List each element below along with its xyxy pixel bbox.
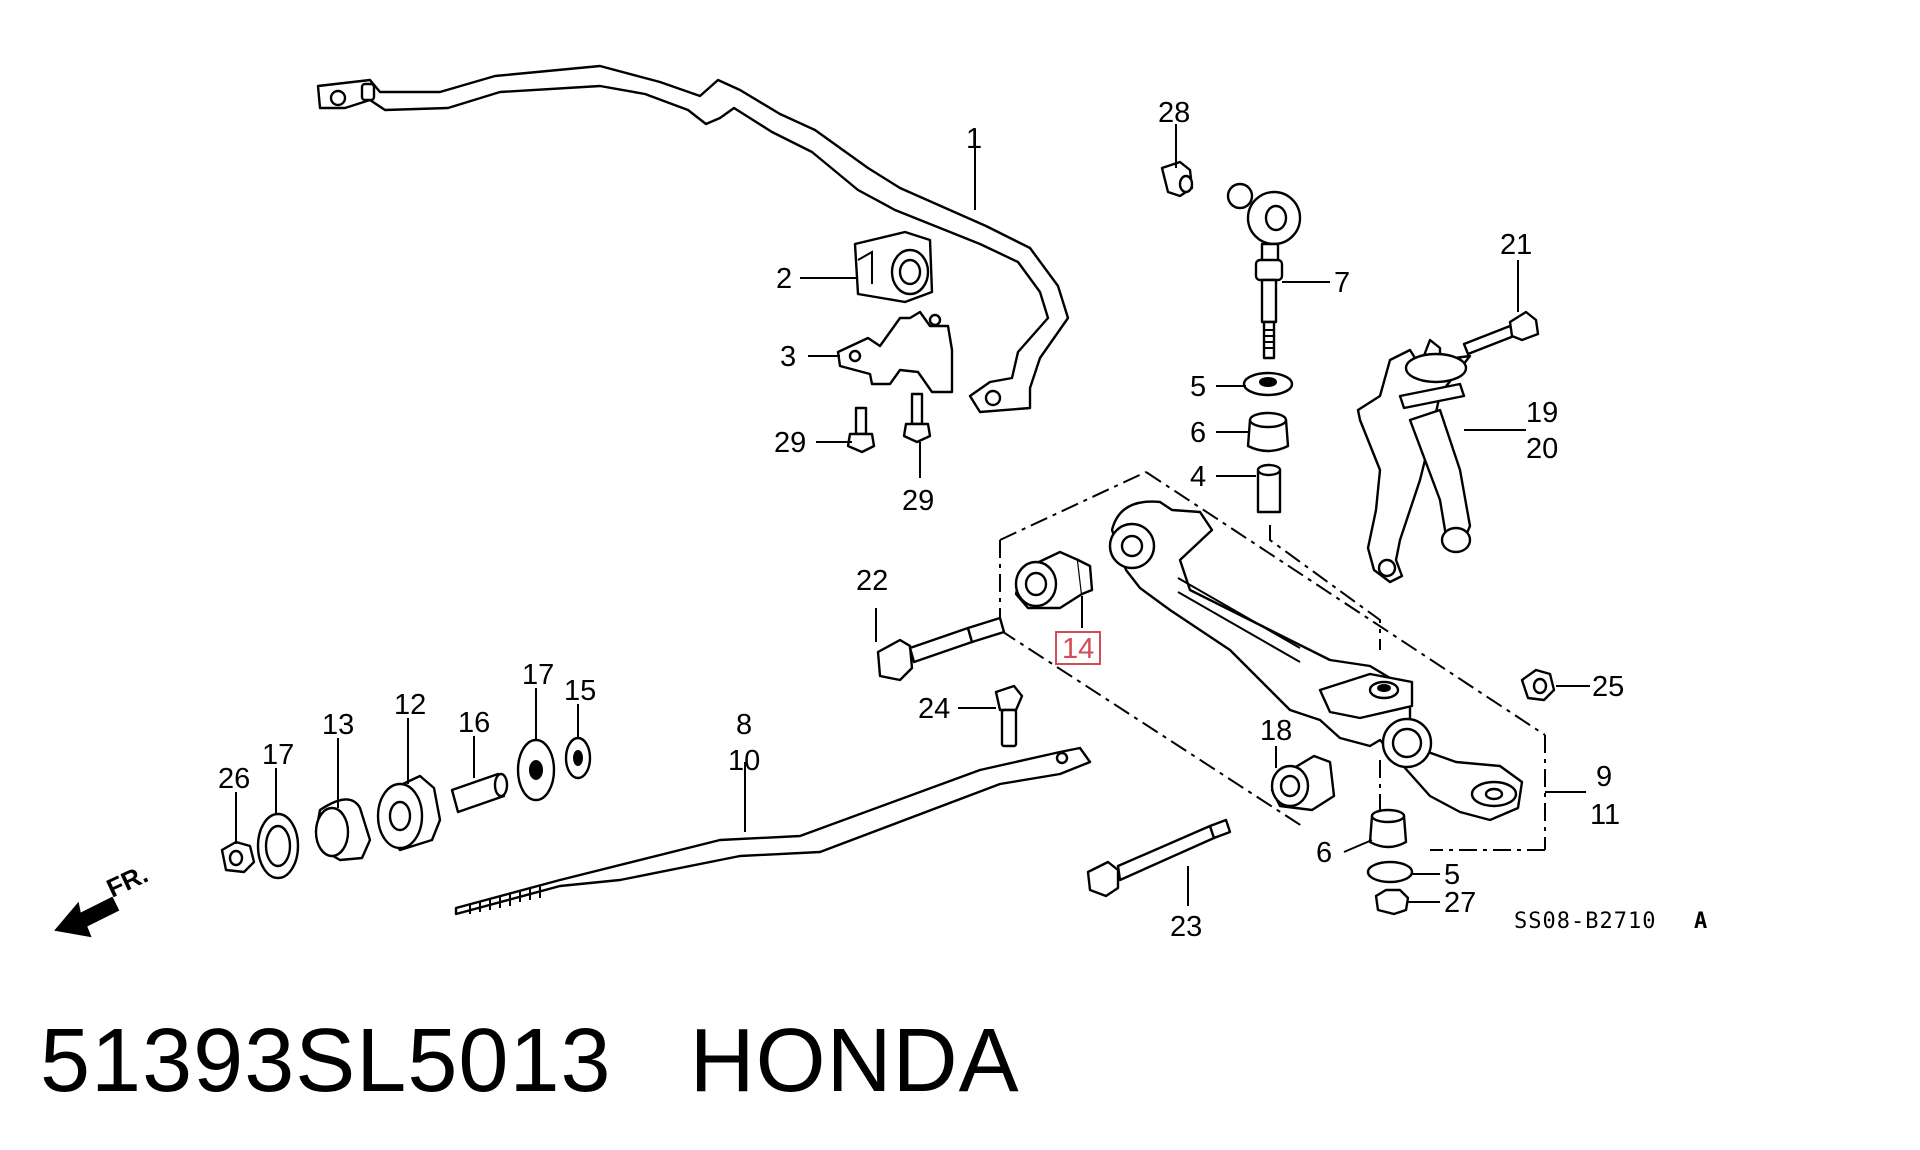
front-label: FR.: [102, 859, 153, 904]
washer-5-upper: [1242, 371, 1294, 397]
flange-bolt-22: [876, 616, 1006, 682]
front-direction-arrow: FR.: [54, 859, 153, 938]
callout-7: 7: [1334, 267, 1350, 299]
compliance-bushing-14: [1014, 550, 1094, 610]
link-bushing-6-upper: [1246, 411, 1290, 453]
collar-4: [1256, 463, 1282, 514]
callout-24: 24: [918, 693, 950, 725]
part-caption: 51393SL5013 HONDA: [40, 1010, 1020, 1113]
nut-27: [1374, 888, 1410, 916]
flange-bolt-29b: [902, 392, 932, 444]
link-bushing-6-lower: [1368, 808, 1408, 849]
callout-11: 11: [1590, 799, 1620, 831]
callout-5-upper: 5: [1190, 371, 1206, 403]
flange-bolt-21: [1462, 310, 1540, 356]
drawing-code: SS08-B2710: [1514, 909, 1656, 934]
brand-name: HONDA: [689, 1011, 1020, 1111]
washer-17-right: [516, 738, 556, 802]
lower-control-arm: [1108, 500, 1524, 822]
callout-6-upper: 6: [1190, 417, 1206, 449]
callout-13: 13: [322, 709, 354, 741]
leader-lines: [235, 124, 1590, 906]
callout-26: 26: [218, 763, 250, 795]
bushing-12: [376, 774, 442, 852]
arm-bushing-18: [1270, 754, 1336, 812]
callout-9: 9: [1596, 761, 1612, 793]
bushing-holder: [836, 310, 954, 394]
steering-knuckle: [1356, 338, 1472, 584]
stabilizer-bushing: [853, 230, 934, 304]
callout-12: 12: [394, 689, 426, 721]
callout-5-lower: 5: [1444, 859, 1460, 891]
callout-29a: 29: [774, 427, 806, 459]
callout-10: 10: [728, 745, 760, 777]
drawing-code-suffix: A: [1694, 909, 1708, 934]
callout-22: 22: [856, 565, 888, 597]
flange-bolt-23: [1086, 818, 1232, 898]
callout-23: 23: [1170, 911, 1202, 943]
callout-15: 15: [564, 675, 596, 707]
callout-18: 18: [1260, 715, 1292, 747]
callout-3: 3: [780, 341, 796, 373]
washer-15: [564, 736, 592, 780]
stabilizer-bar: [316, 64, 1070, 414]
callout-16: 16: [458, 707, 490, 739]
callout-27: 27: [1444, 887, 1476, 919]
flange-bolt-29a: [846, 406, 876, 454]
callout-25: 25: [1592, 671, 1624, 703]
callout-labels: 1 2 3 29 29 28 7 5 6 4 21 19 20 22 14 24…: [218, 97, 1624, 943]
washer-17-left: [256, 812, 300, 880]
radius-rod: [454, 746, 1092, 916]
callout-17-left: 17: [262, 739, 294, 771]
callout-1: 1: [966, 123, 982, 155]
stabilizer-link: [1226, 182, 1302, 360]
part-number: 51393SL5013: [40, 1011, 612, 1111]
callout-28: 28: [1158, 97, 1190, 129]
bushing-13: [314, 798, 372, 862]
callout-19: 19: [1526, 397, 1558, 429]
callout-8: 8: [736, 709, 752, 741]
callout-29b: 29: [902, 485, 934, 517]
callout-2: 2: [776, 263, 792, 295]
callout-17-right: 17: [522, 659, 554, 691]
callout-14: 14: [1062, 633, 1094, 665]
callout-14-highlight-box: [1055, 631, 1101, 665]
callout-6-lower: 6: [1316, 837, 1332, 869]
self-locking-nut-28: [1160, 160, 1194, 198]
flange-bolt-24: [994, 684, 1024, 748]
callout-4: 4: [1190, 461, 1206, 493]
callout-20: 20: [1526, 433, 1558, 465]
nut-25: [1520, 668, 1556, 702]
collar-16: [450, 772, 509, 814]
callout-21: 21: [1500, 229, 1532, 261]
washer-5-lower: [1366, 860, 1414, 884]
nut-26: [220, 840, 256, 874]
